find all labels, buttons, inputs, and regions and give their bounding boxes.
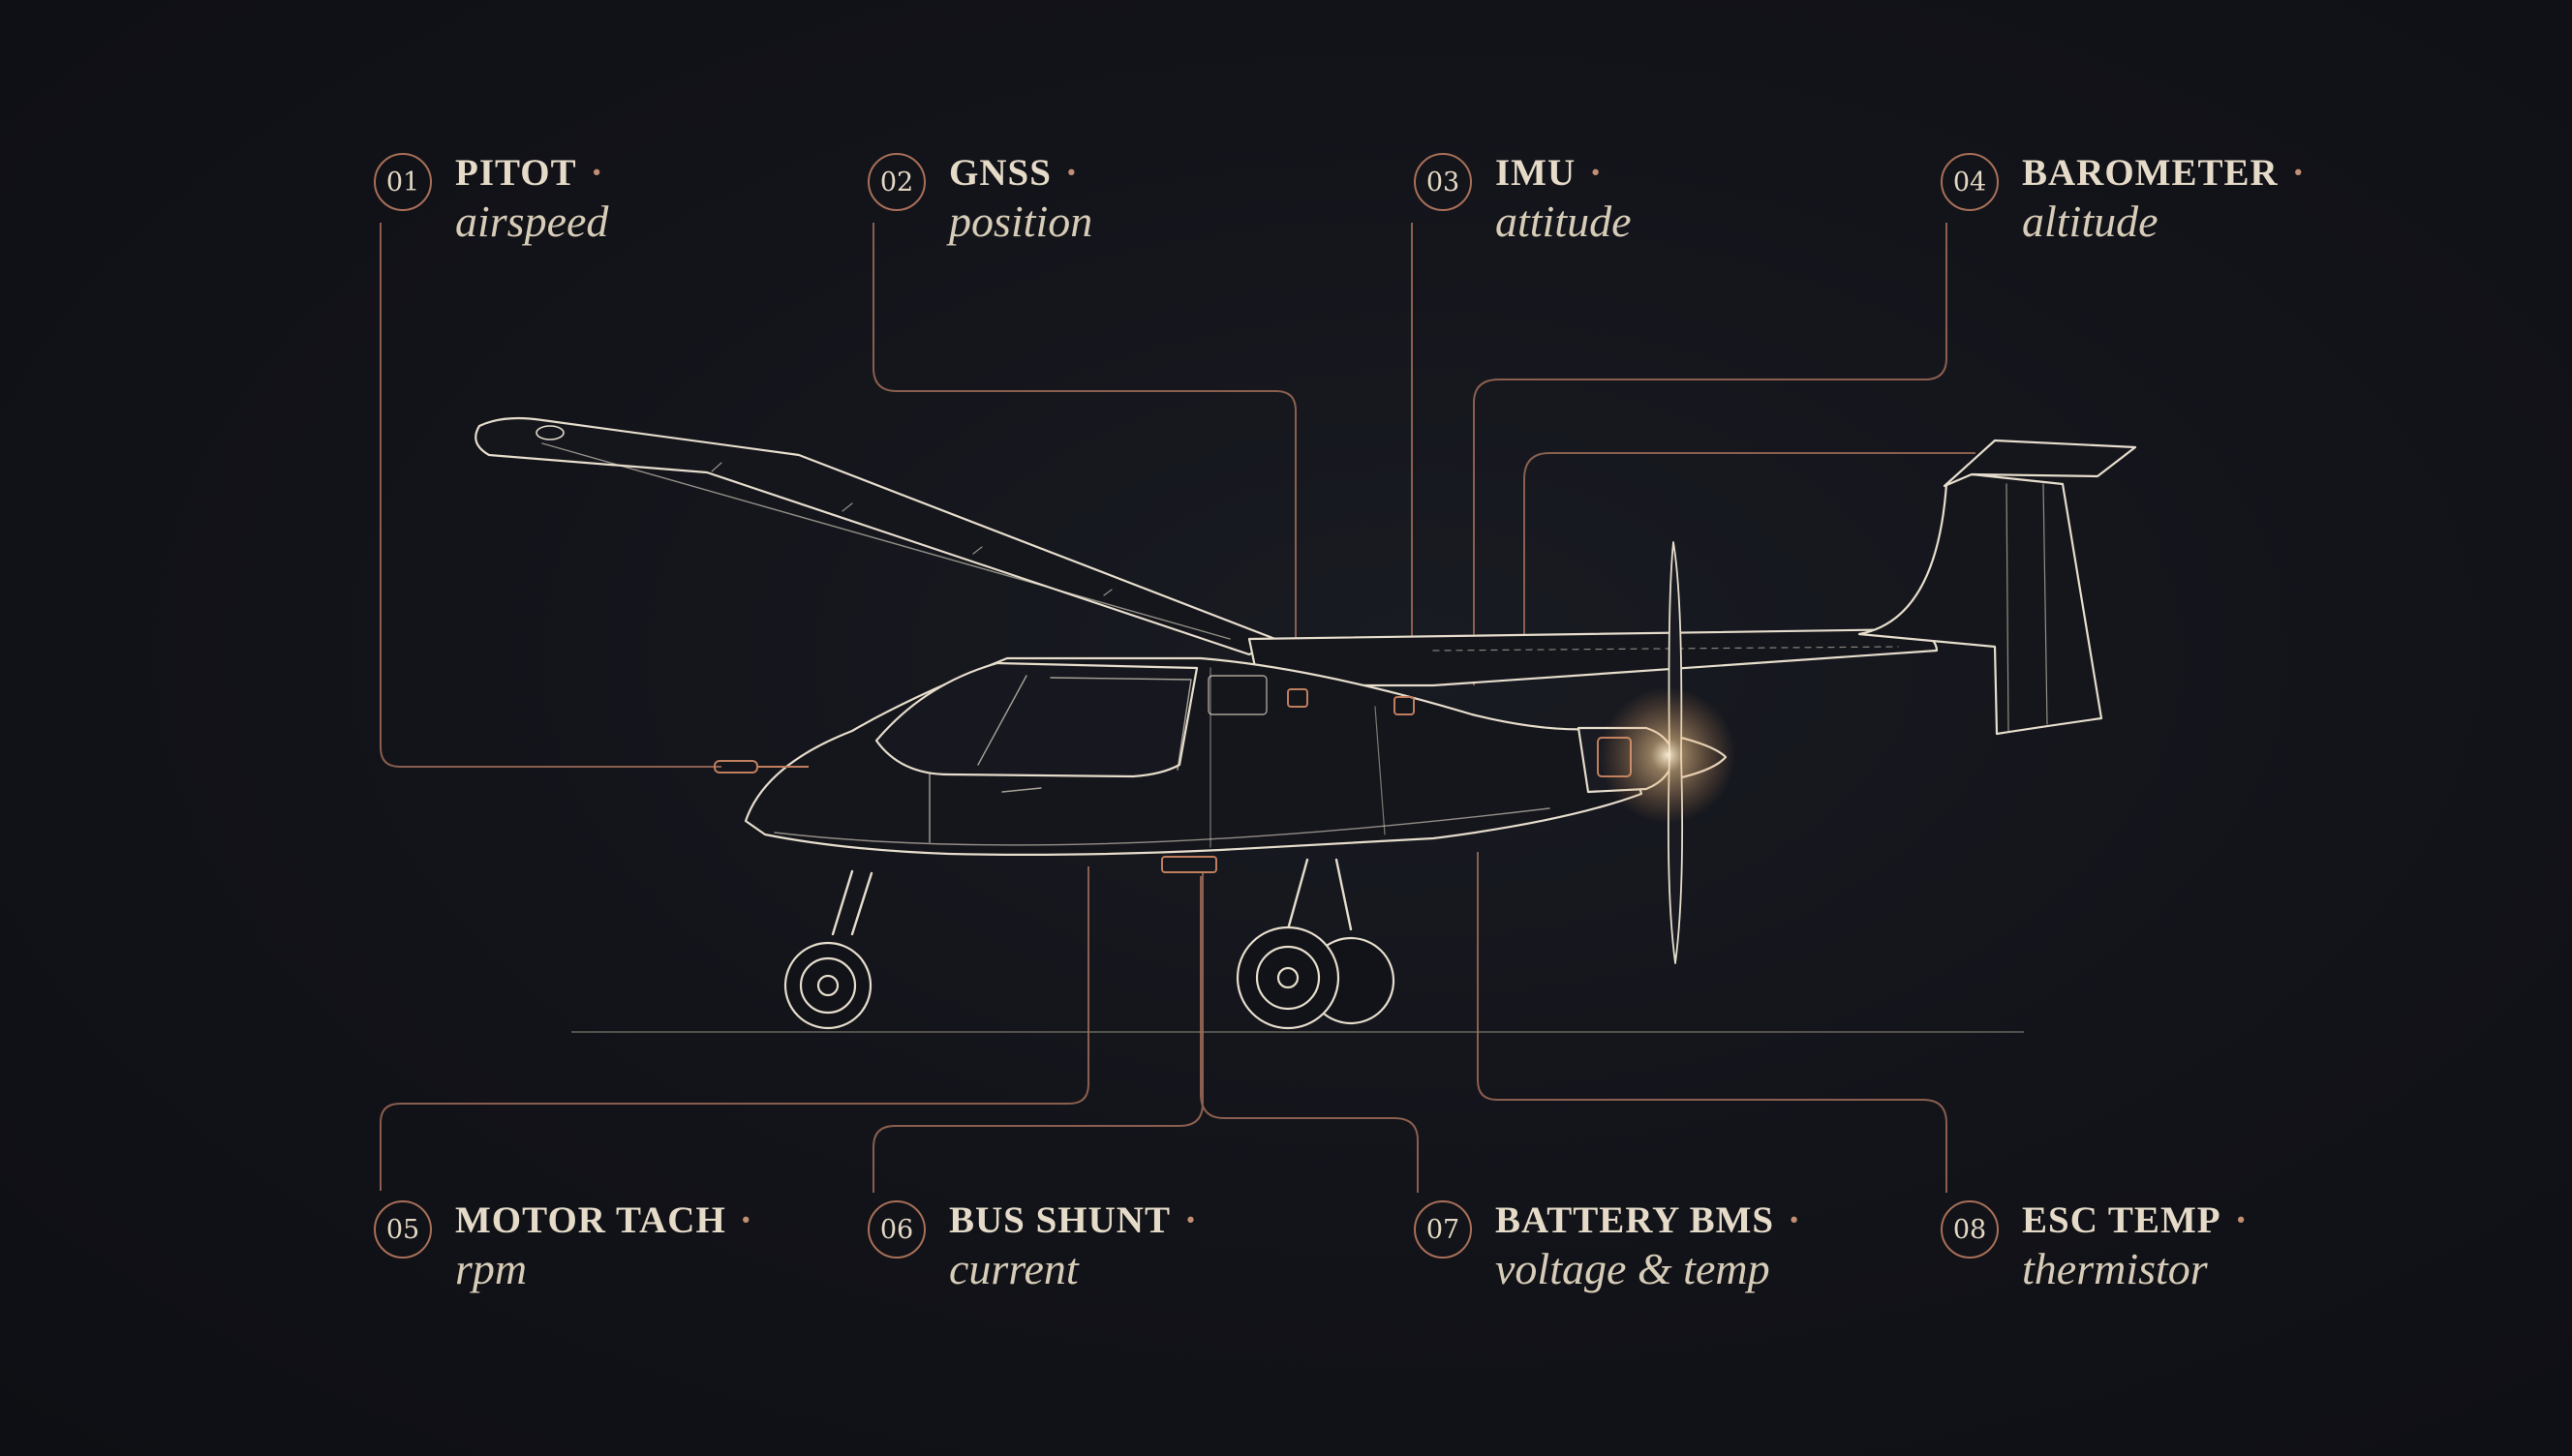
sensor-measure: position	[949, 197, 1093, 246]
sensor-name: BATTERY BMS	[1495, 1199, 1775, 1241]
callout-esc-temp: 08 ESC TEMP· thermistor	[1941, 1198, 2249, 1295]
callout-pitot: 01 PITOT· airspeed	[374, 151, 608, 248]
callout-barometer: 04 BAROMETER· altitude	[1941, 151, 2306, 248]
sensor-name: BUS SHUNT	[949, 1199, 1171, 1241]
callout-gnss: 02 GNSS· position	[868, 151, 1092, 248]
canopy	[874, 661, 1199, 778]
callout-number: 05	[374, 1200, 432, 1259]
sensor-measure: airspeed	[455, 197, 609, 246]
motor-glow	[1600, 687, 1735, 823]
sensor-name: ESC TEMP	[2022, 1199, 2221, 1241]
sensor-measure: current	[949, 1244, 1079, 1293]
sensor-name: BAROMETER	[2022, 152, 2279, 194]
main-gear	[1236, 858, 1395, 1030]
tail-boom	[1247, 627, 1939, 687]
leader-line-barometer	[1473, 223, 1947, 685]
horizontal-stabilizer	[1943, 439, 2137, 488]
callout-motor-tach: 05 MOTOR TACH· rpm	[374, 1198, 753, 1295]
leader-line-pitot	[380, 223, 721, 768]
callout-number: 02	[868, 153, 926, 211]
sensor-measure: voltage & temp	[1495, 1244, 1770, 1293]
sensor-name: MOTOR TACH	[455, 1199, 726, 1241]
leader-line-tail	[1523, 452, 1975, 639]
leader-line-gnss	[873, 223, 1297, 692]
callout-number: 03	[1414, 153, 1472, 211]
sensor-name: GNSS	[949, 152, 1052, 194]
callout-number: 08	[1941, 1200, 1999, 1259]
callout-number: 01	[374, 153, 432, 211]
aircraft-linework	[475, 416, 2137, 1030]
callout-number: 06	[868, 1200, 926, 1259]
sensor-name: PITOT	[455, 152, 577, 194]
sensor-measure: thermistor	[2022, 1244, 2208, 1293]
gnss-module	[1287, 688, 1308, 708]
sensor-measure: rpm	[455, 1244, 528, 1293]
leader-line-bus-shunt	[873, 871, 1204, 1193]
nose-gear	[783, 869, 873, 1030]
callout-bus-shunt: 06 BUS SHUNT· current	[868, 1198, 1198, 1295]
vertical-tail	[1857, 472, 2103, 736]
sensor-measure: attitude	[1495, 197, 1632, 246]
callout-number: 07	[1414, 1200, 1472, 1259]
callout-battery-bms: 07 BATTERY BMS· voltage & temp	[1414, 1198, 1801, 1295]
sensor-measure: altitude	[2022, 197, 2159, 246]
leader-line-esc-temp	[1477, 852, 1947, 1193]
sensor-name: IMU	[1495, 152, 1577, 194]
leader-lines	[380, 223, 1975, 1193]
imu-module	[1393, 696, 1415, 715]
shunt-module	[1161, 856, 1217, 873]
leader-line-battery-bms	[1200, 876, 1419, 1193]
callout-number: 04	[1941, 153, 1999, 211]
leader-line-motor-tach	[380, 866, 1089, 1191]
callout-imu: 03 IMU· attitude	[1414, 151, 1632, 248]
